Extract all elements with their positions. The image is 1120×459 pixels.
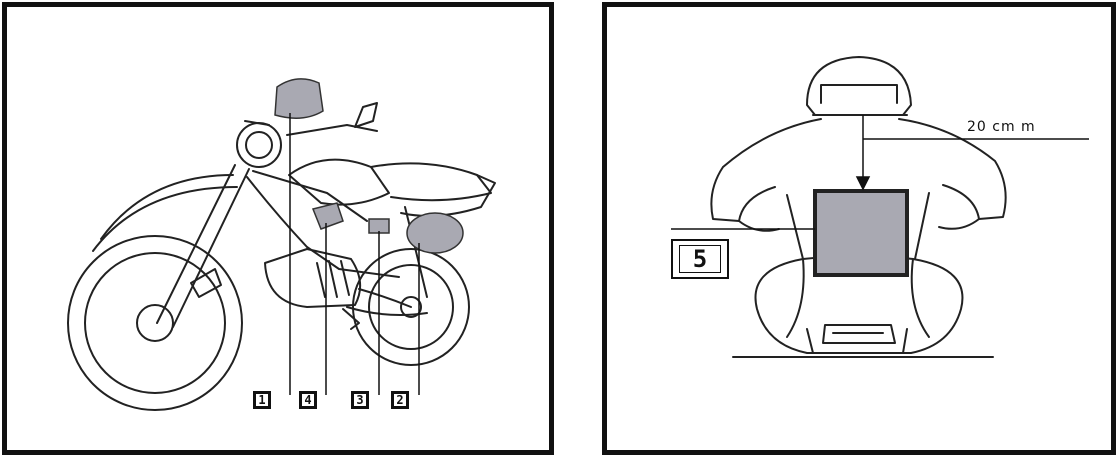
motorcycle-diagram-panel: 1 4 3 2 [2, 2, 554, 455]
callout-2-label: 2 [393, 393, 407, 407]
front-wheel [67, 235, 243, 411]
callout-2: 2 [391, 391, 409, 409]
callout-1-label: 1 [255, 393, 269, 407]
shaded-zones [274, 78, 464, 254]
rider-diagram-panel: 20 cm m 5 [602, 2, 1116, 455]
zone-3 [368, 218, 390, 234]
helmet [806, 56, 912, 116]
callout-3-label: 3 [353, 393, 367, 407]
zone-1 [274, 78, 324, 119]
motorcycle-drawing [67, 78, 496, 411]
leader-lines [289, 113, 420, 395]
measurement-arrow [671, 115, 1089, 230]
callout-5: 5 [671, 239, 729, 279]
callout-3: 3 [351, 391, 369, 409]
rear-wheel [352, 248, 470, 366]
callout-4-label: 4 [301, 393, 315, 407]
zone-4 [311, 202, 344, 230]
rider-drawing [671, 56, 1089, 358]
callout-5-label: 5 [679, 245, 721, 273]
callout-1: 1 [253, 391, 271, 409]
measurement-label: 20 cm m [967, 119, 1036, 135]
callout-4: 4 [299, 391, 317, 409]
zone-2 [406, 212, 464, 254]
back-number-zone [813, 189, 909, 277]
